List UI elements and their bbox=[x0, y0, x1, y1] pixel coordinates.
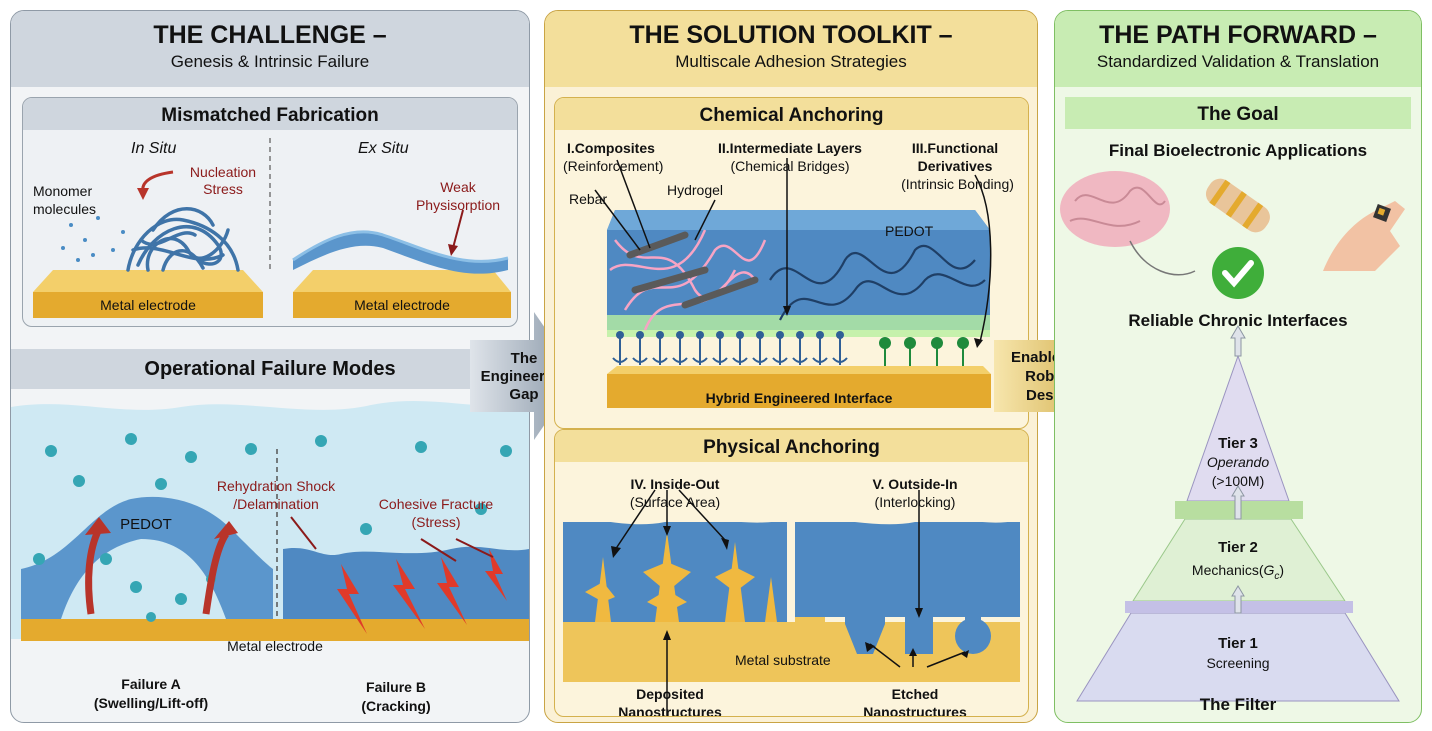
solution-header: THE SOLUTION TOOLKIT – Multiscale Adhesi… bbox=[545, 11, 1037, 87]
failure-a-sub: (Swelling/Lift-off) bbox=[93, 695, 209, 711]
chemical-title: Chemical Anchoring bbox=[699, 105, 884, 126]
intermediate-sub: (Chemical Bridges) bbox=[730, 158, 850, 174]
challenge-header: THE CHALLENGE – Genesis & Intrinsic Fail… bbox=[11, 11, 529, 87]
pedot-label-failure: PEDOT bbox=[120, 516, 172, 533]
tier1-title: Tier 1 bbox=[1218, 635, 1258, 652]
mismatched-fabrication-box: Mismatched Fabrication bbox=[22, 97, 518, 327]
mismatched-title: Mismatched Fabrication bbox=[161, 105, 379, 126]
inside-out-title: IV. Inside-Out bbox=[630, 476, 720, 492]
goal-bar bbox=[1065, 97, 1411, 129]
physical-illustration bbox=[563, 489, 1020, 716]
composites-title: I.Composites bbox=[567, 140, 655, 156]
tier3-line1: Operando bbox=[1206, 454, 1270, 470]
operational-bar bbox=[11, 349, 529, 389]
metal-electrode-right: Metal electrode bbox=[354, 297, 450, 313]
cohesive-fracture-label: Cohesive Fracture (Stress) bbox=[378, 496, 494, 530]
final-apps-label: Final Bioelectronic Applications bbox=[1108, 141, 1368, 160]
tier1-sub: Screening bbox=[1206, 655, 1270, 671]
tier3-line2: (>100M) bbox=[1211, 473, 1265, 489]
path-illustration bbox=[1060, 171, 1405, 702]
tier2-g-sub: c bbox=[1274, 570, 1280, 582]
path-title: THE PATH FORWARD – bbox=[1099, 21, 1377, 49]
pedot-label-chemical: PEDOT bbox=[885, 223, 934, 239]
in-situ-label: In Situ bbox=[131, 140, 177, 157]
etched-2: Nanostructures bbox=[863, 704, 967, 717]
solution-panel: THE SOLUTION TOOLKIT – Multiscale Adhesi… bbox=[544, 10, 1038, 723]
check-icon bbox=[1212, 247, 1264, 299]
failure-a-title: Failure A bbox=[121, 676, 181, 692]
fabrication-illustration bbox=[33, 138, 511, 318]
composites-sub: (Reinforcement) bbox=[563, 158, 664, 174]
nucleation-label: Nucleation Stress bbox=[189, 164, 257, 197]
solution-title: THE SOLUTION TOOLKIT – bbox=[629, 21, 953, 49]
tier3-title: Tier 3 bbox=[1218, 435, 1258, 452]
physical-title: Physical Anchoring bbox=[703, 437, 880, 458]
deposited-2: Nanostructures bbox=[618, 704, 722, 717]
deposited-1: Deposited bbox=[636, 686, 704, 702]
outside-in-title: V. Outside-In bbox=[872, 476, 958, 492]
functional-sub: (Intrinsic Bonding) bbox=[901, 176, 1014, 192]
brain-icon bbox=[1060, 171, 1196, 276]
operational-title: Operational Failure Modes bbox=[144, 358, 396, 380]
inside-out-sub: (Surface Area) bbox=[629, 494, 721, 510]
failure-b-title: Failure B bbox=[366, 679, 426, 695]
metal-electrode-left: Metal electrode bbox=[100, 297, 196, 313]
reliable-label: Reliable Chronic Interfaces bbox=[1128, 311, 1348, 330]
path-header: THE PATH FORWARD – Standardized Validati… bbox=[1055, 11, 1421, 87]
tier2-sub: Mechanics(Gc) bbox=[1158, 562, 1318, 582]
challenge-subtitle: Genesis & Intrinsic Failure bbox=[170, 52, 370, 71]
hand-icon bbox=[1323, 201, 1405, 271]
tier2-post: ) bbox=[1279, 562, 1285, 578]
functional-title-1: III.Functional bbox=[911, 140, 999, 156]
failure-b-sub: (Cracking) bbox=[361, 698, 431, 714]
path-forward-panel: THE PATH FORWARD – Standardized Validati… bbox=[1054, 10, 1422, 723]
outside-in-sub: (Interlocking) bbox=[874, 494, 956, 510]
weak-physisorption-label: Weak Physisorption bbox=[415, 179, 501, 213]
tier2-pre: Mechanics( bbox=[1191, 562, 1264, 578]
tier2-title: Tier 2 bbox=[1218, 539, 1258, 556]
filter-label: The Filter bbox=[1199, 695, 1277, 714]
nerve-cuff-icon bbox=[1205, 178, 1270, 233]
ex-situ-label: Ex Situ bbox=[358, 140, 409, 157]
monomer-label: Monomer molecules bbox=[33, 183, 97, 217]
rebar-label: Rebar bbox=[569, 191, 608, 207]
functional-title-2: Derivatives bbox=[917, 158, 993, 174]
metal-electrode-failure: Metal electrode bbox=[227, 638, 323, 654]
hybrid-interface-label: Hybrid Engineered Interface bbox=[705, 390, 893, 406]
chemical-anchoring-box: Chemical Anchoring bbox=[554, 97, 1029, 429]
challenge-title: THE CHALLENGE – bbox=[153, 21, 387, 49]
rehydration-label: Rehydration Shock /Delamination bbox=[216, 478, 336, 512]
physical-anchoring-box: Physical Anchoring bbox=[554, 429, 1029, 717]
path-subtitle: Standardized Validation & Translation bbox=[1096, 52, 1380, 71]
chemical-illustration bbox=[594, 158, 992, 408]
etched-1: Etched bbox=[891, 686, 939, 702]
solution-subtitle: Multiscale Adhesion Strategies bbox=[675, 52, 907, 71]
goal-label: The Goal bbox=[1197, 104, 1279, 125]
failure-illustration bbox=[11, 389, 529, 641]
hydrogel-label: Hydrogel bbox=[667, 182, 724, 198]
tier2-g: G bbox=[1263, 562, 1275, 578]
challenge-panel: THE CHALLENGE – Genesis & Intrinsic Fail… bbox=[10, 10, 530, 723]
metal-substrate-label: Metal substrate bbox=[735, 652, 831, 668]
intermediate-title: II.Intermediate Layers bbox=[718, 140, 862, 156]
